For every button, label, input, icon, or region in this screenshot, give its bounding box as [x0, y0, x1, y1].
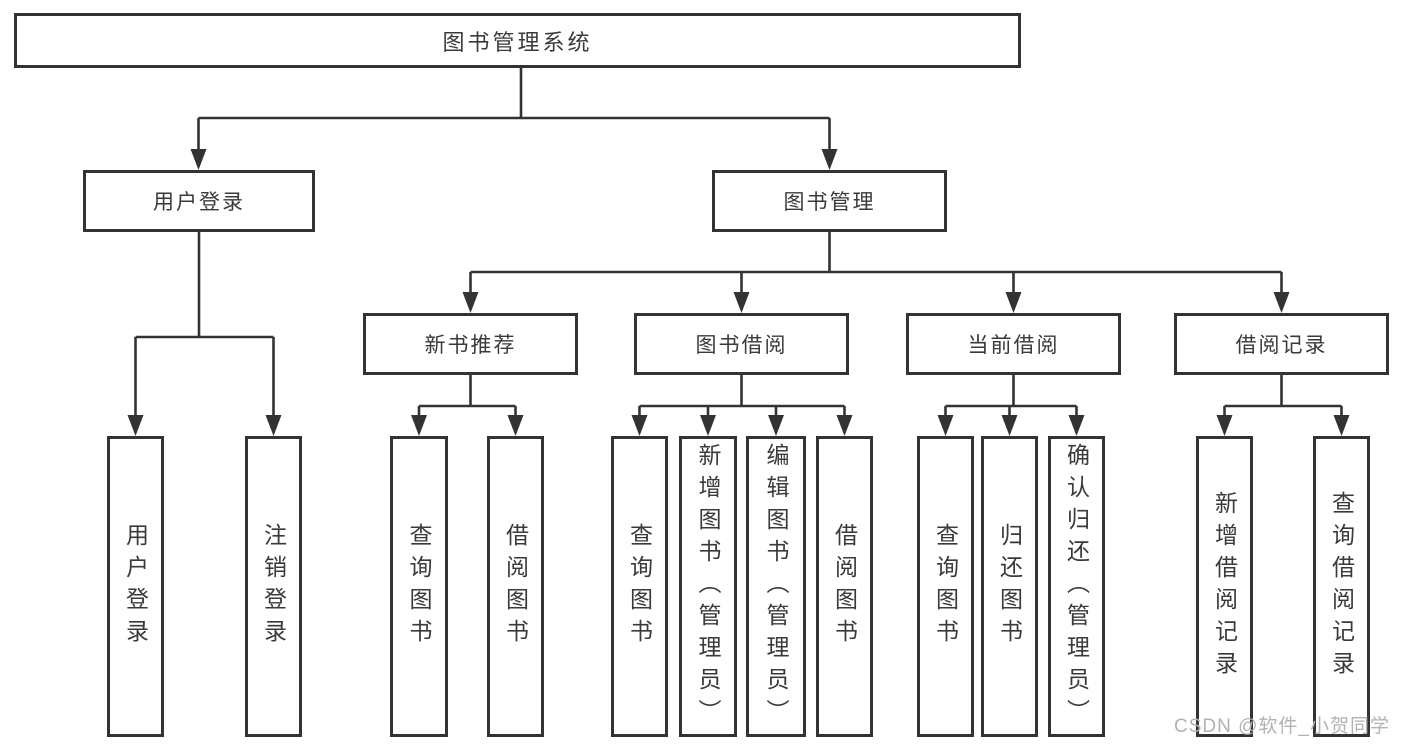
leaf-query-books-borrowing: 查询图书 [611, 436, 668, 737]
leaf-label: 新增图书（管理员） [695, 442, 721, 731]
connector-root-to-level2 [197, 68, 831, 150]
leaf-query-borrow-record: 查询借阅记录 [1313, 436, 1370, 737]
arrowhead-icon [937, 415, 954, 436]
arrowhead-icon [836, 415, 853, 436]
leaf-label: 归还图书 [996, 522, 1023, 651]
leaf-label: 新增借阅记录 [1211, 490, 1238, 683]
node-book-management: 图书管理 [712, 170, 947, 232]
leaf-borrow-books-recommend: 借阅图书 [487, 436, 544, 737]
arrowhead-icon [411, 415, 427, 436]
node-current-borrowing: 当前借阅 [906, 313, 1121, 375]
node-label: 新书推荐 [424, 334, 517, 357]
node-label: 图书管理 [783, 191, 876, 214]
arrowhead-icon [1005, 292, 1022, 313]
leaf-return-book: 归还图书 [981, 436, 1038, 737]
leaf-label: 查询借阅记录 [1328, 490, 1355, 683]
arrowhead-icon [700, 415, 716, 436]
leaf-query-books-recommend: 查询图书 [390, 436, 448, 737]
leaf-user-login: 用户登录 [107, 436, 164, 737]
leaf-add-book-admin: 新增图书（管理员） [679, 436, 737, 737]
leaf-confirm-return-admin: 确认归还（管理员） [1048, 436, 1105, 737]
connector-book-borrow-to-leaves [638, 375, 846, 416]
leaf-add-borrow-record: 新增借阅记录 [1196, 436, 1253, 737]
arrowhead-icon [733, 292, 750, 313]
arrowhead-icon [1068, 415, 1085, 436]
connector-user-login-to-leaves [134, 232, 275, 416]
connector-current-borrow-to-leaves [944, 375, 1078, 416]
node-user-login-branch: 用户登录 [83, 170, 315, 232]
node-label: 用户登录 [153, 191, 245, 214]
leaf-borrow-books-borrowing: 借阅图书 [816, 436, 873, 737]
csdn-watermark: CSDN @软件_小贺同学 [1174, 716, 1390, 737]
arrowhead-icon [190, 149, 207, 170]
leaf-label: 查询图书 [932, 522, 959, 651]
leaf-query-books-current: 查询图书 [917, 436, 974, 737]
node-label: 借阅记录 [1235, 334, 1328, 357]
node-new-book-recommend: 新书推荐 [363, 313, 578, 375]
arrowhead-icon [1216, 415, 1233, 436]
node-borrow-records: 借阅记录 [1174, 313, 1389, 375]
node-label: 图书管理系统 [442, 29, 593, 55]
node-book-borrowing: 图书借阅 [634, 313, 849, 375]
node-label: 当前借阅 [967, 334, 1060, 357]
arrowhead-icon [1273, 292, 1290, 313]
leaf-label: 查询图书 [406, 522, 432, 651]
arrowhead-icon [507, 415, 524, 436]
leaf-label: 确认归还（管理员） [1063, 442, 1090, 731]
arrowhead-icon [1333, 415, 1350, 436]
arrowhead-icon [265, 415, 282, 436]
leaf-label: 编辑图书（管理员） [763, 442, 789, 731]
arrowhead-icon [127, 415, 144, 436]
leaf-label: 借阅图书 [831, 522, 858, 651]
connector-borrow-rec-to-leaves [1223, 375, 1343, 416]
connector-new-book-rec-to-leaves [417, 375, 517, 416]
arrowhead-icon [821, 149, 838, 170]
arrowhead-icon [768, 415, 784, 436]
arrowhead-icon [462, 292, 479, 313]
connector-book-mgmt-to-level3 [469, 232, 1283, 293]
node-label: 图书借阅 [695, 334, 788, 357]
leaf-label: 用户登录 [122, 522, 149, 651]
leaf-label: 借阅图书 [502, 522, 529, 651]
arrowhead-icon [1001, 415, 1018, 436]
leaf-edit-book-admin: 编辑图书（管理员） [746, 436, 806, 737]
leaf-label: 注销登录 [260, 522, 287, 651]
leaf-label: 查询图书 [626, 522, 653, 651]
arrowhead-icon [631, 415, 648, 436]
leaf-logout-login: 注销登录 [245, 436, 302, 737]
node-library-management-system: 图书管理系统 [14, 13, 1021, 68]
